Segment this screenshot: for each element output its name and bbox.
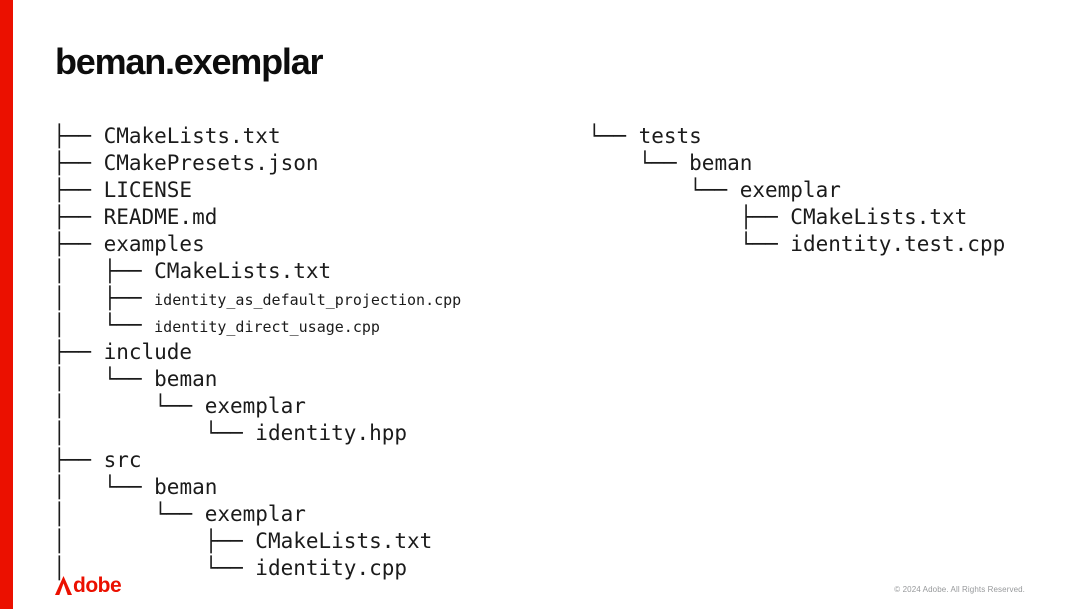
copyright-text: © 2024 Adobe. All Rights Reserved. — [894, 585, 1025, 594]
tree-branch-glyph: │ └── — [53, 313, 155, 337]
adobe-logo: dobe — [55, 574, 122, 597]
tree-branch-glyph: │ └── — [53, 556, 256, 580]
file-name: identity_as_default_projection.cpp — [154, 291, 462, 309]
tree-branch-glyph: ├── — [53, 151, 104, 175]
tree-item-identity-direct-usage-cpp: │ └── identity_direct_usage.cpp — [53, 312, 461, 339]
file-name: CMakeLists.txt — [255, 529, 433, 553]
file-name: identity.cpp — [255, 556, 408, 580]
file-name: CMakeLists.txt — [103, 124, 281, 148]
tree-item-tests-cmakelists-txt: ├── CMakeLists.txt — [588, 204, 1005, 231]
file-name: identity.test.cpp — [790, 232, 1006, 256]
folder-name: tests — [638, 124, 702, 148]
tree-branch-glyph: └── — [588, 178, 740, 202]
file-tree-left: ├── CMakeLists.txt ├── CMakePresets.json… — [53, 123, 461, 582]
adobe-logo-a-icon — [55, 576, 72, 595]
tree-branch-glyph: ├── — [53, 232, 104, 256]
tree-item-src-cmakelists-txt: │ ├── CMakeLists.txt — [53, 528, 461, 555]
folder-name: exemplar — [204, 502, 306, 526]
file-name: CMakeLists.txt — [154, 259, 332, 283]
tree-item-examples-cmakelists-txt: │ ├── CMakeLists.txt — [53, 258, 461, 285]
tree-item-identity-test-cpp: └── identity.test.cpp — [588, 231, 1006, 258]
tree-branch-glyph: │ └── — [53, 367, 155, 391]
file-name: CMakeLists.txt — [790, 205, 968, 229]
folder-name: exemplar — [204, 394, 306, 418]
tree-branch-glyph: └── — [588, 151, 690, 175]
tree-item-tests-dir: └── tests — [588, 123, 1005, 150]
tree-branch-glyph: ├── — [53, 340, 104, 364]
tree-item-cmakelists-txt: ├── CMakeLists.txt — [53, 123, 461, 150]
tree-branch-glyph: │ └── — [53, 475, 155, 499]
tree-item-identity-cpp: │ └── identity.cpp — [53, 555, 461, 582]
folder-name: beman — [154, 475, 218, 499]
tree-item-cmakepresets-json: ├── CMakePresets.json — [53, 150, 461, 177]
file-name: CMakePresets.json — [103, 151, 319, 175]
tree-item-tests-beman-dir: └── beman — [588, 150, 1005, 177]
tree-branch-glyph: ├── — [53, 178, 104, 202]
tree-branch-glyph: │ ├── — [53, 529, 256, 553]
tree-item-src-dir: ├── src — [53, 447, 461, 474]
tree-branch-glyph: └── — [588, 124, 639, 148]
left-accent-bar — [0, 0, 13, 609]
folder-name: examples — [103, 232, 205, 256]
adobe-logo-wordmark: dobe — [73, 574, 122, 597]
file-name: identity.hpp — [255, 421, 408, 445]
tree-item-identity-as-default-projection-cpp: │ ├── identity_as_default_projection.cpp — [53, 285, 461, 312]
slide-title: beman.exemplar — [55, 41, 324, 82]
tree-item-identity-hpp: │ └── identity.hpp — [53, 420, 461, 447]
tree-branch-glyph: ├── — [53, 448, 104, 472]
folder-name: exemplar — [739, 178, 841, 202]
folder-name: src — [103, 448, 142, 472]
tree-branch-glyph: ├── — [53, 124, 104, 148]
tree-branch-glyph: │ └── — [53, 421, 256, 445]
tree-item-include-beman-dir: │ └── beman — [53, 366, 461, 393]
tree-item-license: ├── LICENSE — [53, 177, 461, 204]
tree-branch-glyph: ├── — [588, 205, 791, 229]
tree-item-tests-exemplar-dir: └── exemplar — [588, 177, 1005, 204]
tree-item-include-exemplar-dir: │ └── exemplar — [53, 393, 461, 420]
tree-branch-glyph: │ ├── — [53, 259, 155, 283]
tree-branch-glyph: └── — [588, 232, 791, 256]
tree-item-examples-dir: ├── examples — [53, 231, 461, 258]
file-tree-right: └── tests └── beman └── exemplar ├── CMa… — [588, 123, 1005, 258]
file-name: identity_direct_usage.cpp — [154, 318, 380, 336]
file-name: README.md — [103, 205, 218, 229]
tree-branch-glyph: │ └── — [53, 502, 205, 526]
tree-item-src-exemplar-dir: │ └── exemplar — [53, 501, 461, 528]
tree-item-src-beman-dir: │ └── beman — [53, 474, 461, 501]
tree-item-include-dir: ├── include — [53, 339, 461, 366]
folder-name: beman — [689, 151, 753, 175]
tree-item-readme-md: ├── README.md — [53, 204, 461, 231]
tree-branch-glyph: │ ├── — [53, 286, 155, 310]
folder-name: include — [103, 340, 193, 364]
file-name: LICENSE — [103, 178, 193, 202]
folder-name: beman — [154, 367, 218, 391]
tree-branch-glyph: ├── — [53, 205, 104, 229]
tree-branch-glyph: │ └── — [53, 394, 205, 418]
